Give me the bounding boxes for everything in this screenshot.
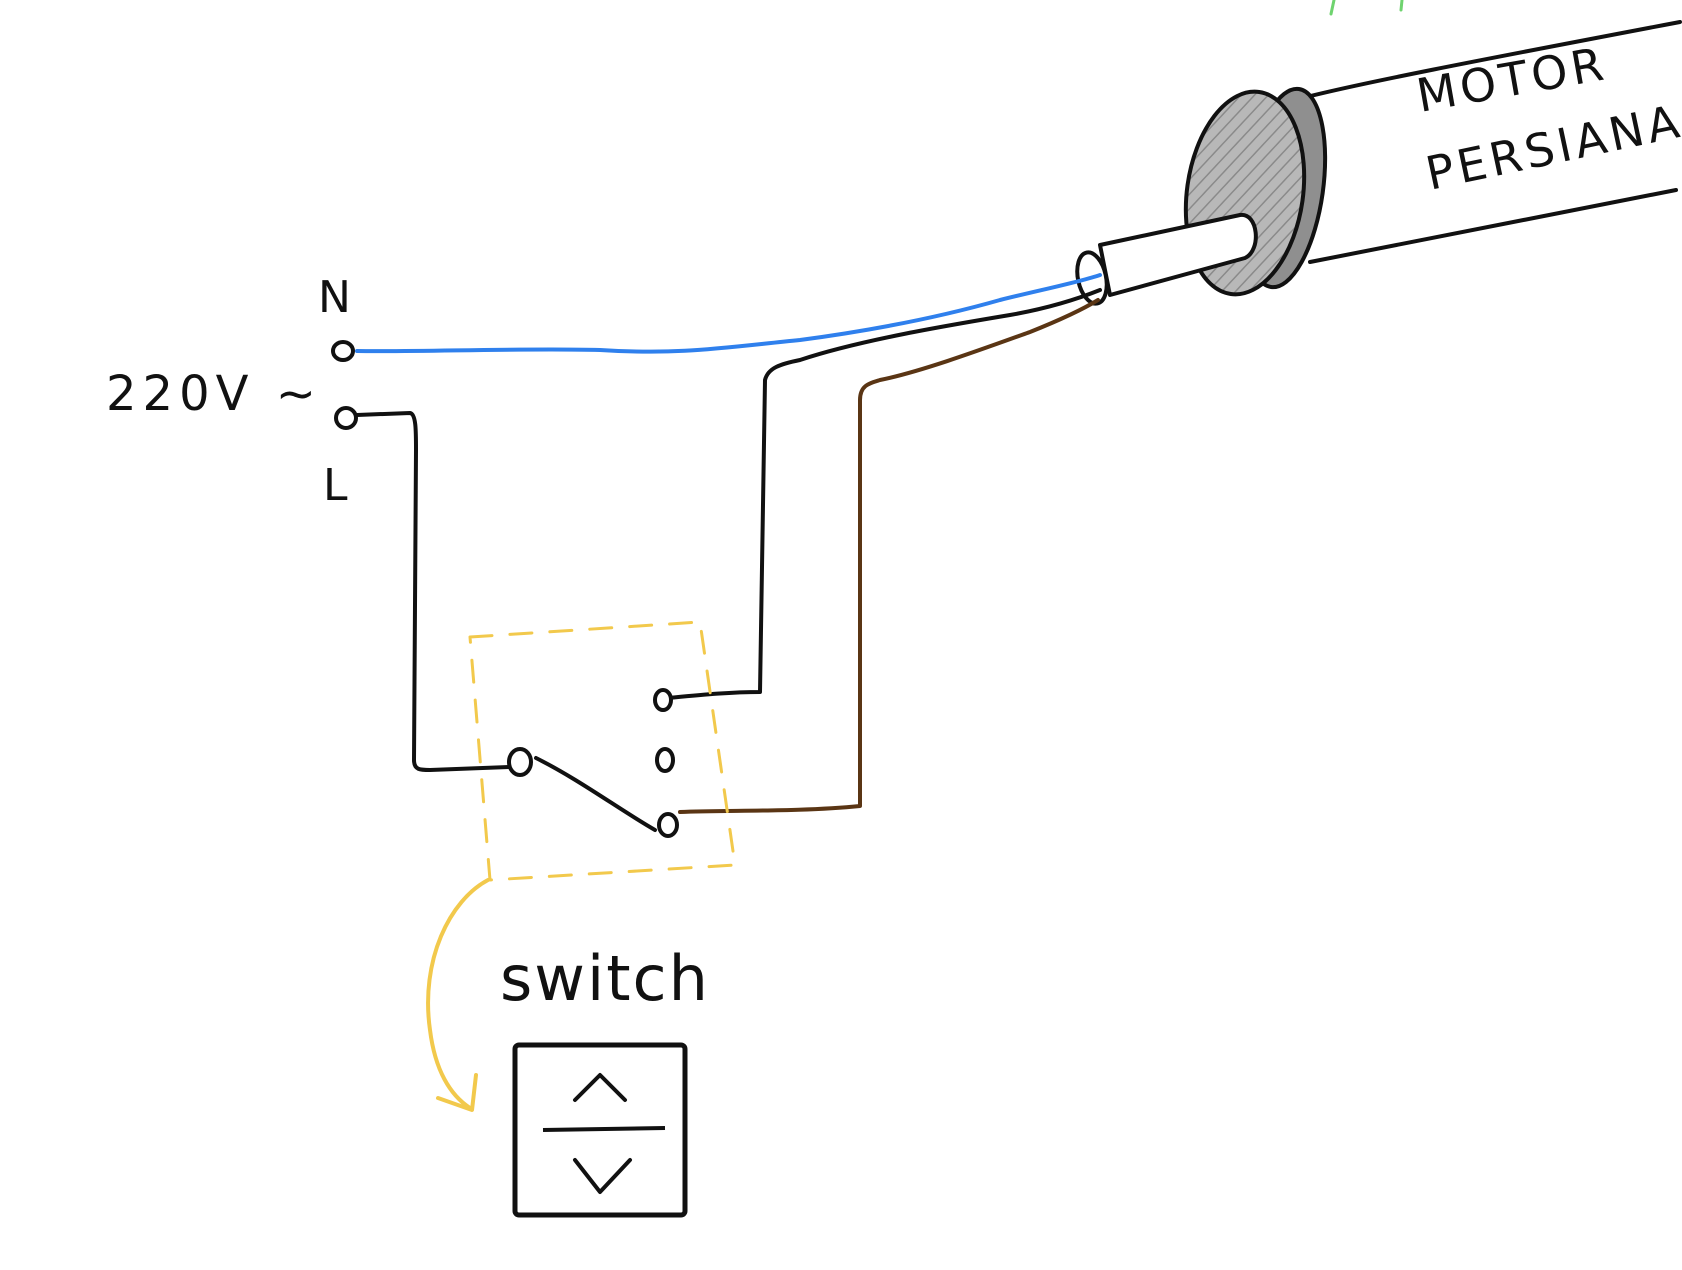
switch-dashed-outline xyxy=(468,620,737,882)
brown-wire xyxy=(678,298,1100,814)
wires xyxy=(355,273,1102,832)
switch-box xyxy=(426,620,737,1112)
motor-tube-top-edge xyxy=(1293,20,1682,102)
motor-label-line1: MOTOR xyxy=(1413,36,1612,123)
switch-label: switch xyxy=(500,942,710,1015)
voltage-label: 220V ~ xyxy=(106,366,322,422)
chevron-up-icon xyxy=(573,1073,627,1102)
neutral-wire xyxy=(355,273,1102,354)
switch-mid-terminal xyxy=(655,747,675,773)
switch-lever-line xyxy=(534,756,657,832)
switch-icon-divider xyxy=(542,1126,666,1132)
neutral-label: N xyxy=(318,272,355,323)
stray-green-marks xyxy=(1329,0,1404,16)
line-terminal xyxy=(334,406,358,430)
switch-up-terminal xyxy=(653,688,673,712)
line-wire-to-switch xyxy=(355,411,512,772)
line-label: L xyxy=(323,460,352,511)
motor-tube-bottom-edge xyxy=(1308,188,1678,264)
neutral-terminal xyxy=(331,340,355,362)
motor-label: MOTOR PERSIANA xyxy=(1413,36,1682,200)
chevron-down-icon xyxy=(573,1158,632,1194)
motor-cable-sleeve xyxy=(1098,212,1258,297)
power-supply: N L 220V ~ xyxy=(106,272,358,511)
switch-down-terminal xyxy=(657,812,679,838)
switch-common-terminal xyxy=(507,747,533,777)
switch-pointer-arrow xyxy=(426,878,490,1110)
up-down-switch-illustration xyxy=(512,1042,688,1218)
switch-pointer-arrowhead xyxy=(436,1073,478,1112)
motor-persiana: MOTOR PERSIANA xyxy=(1075,20,1682,306)
motor-line-wire xyxy=(666,288,1102,700)
